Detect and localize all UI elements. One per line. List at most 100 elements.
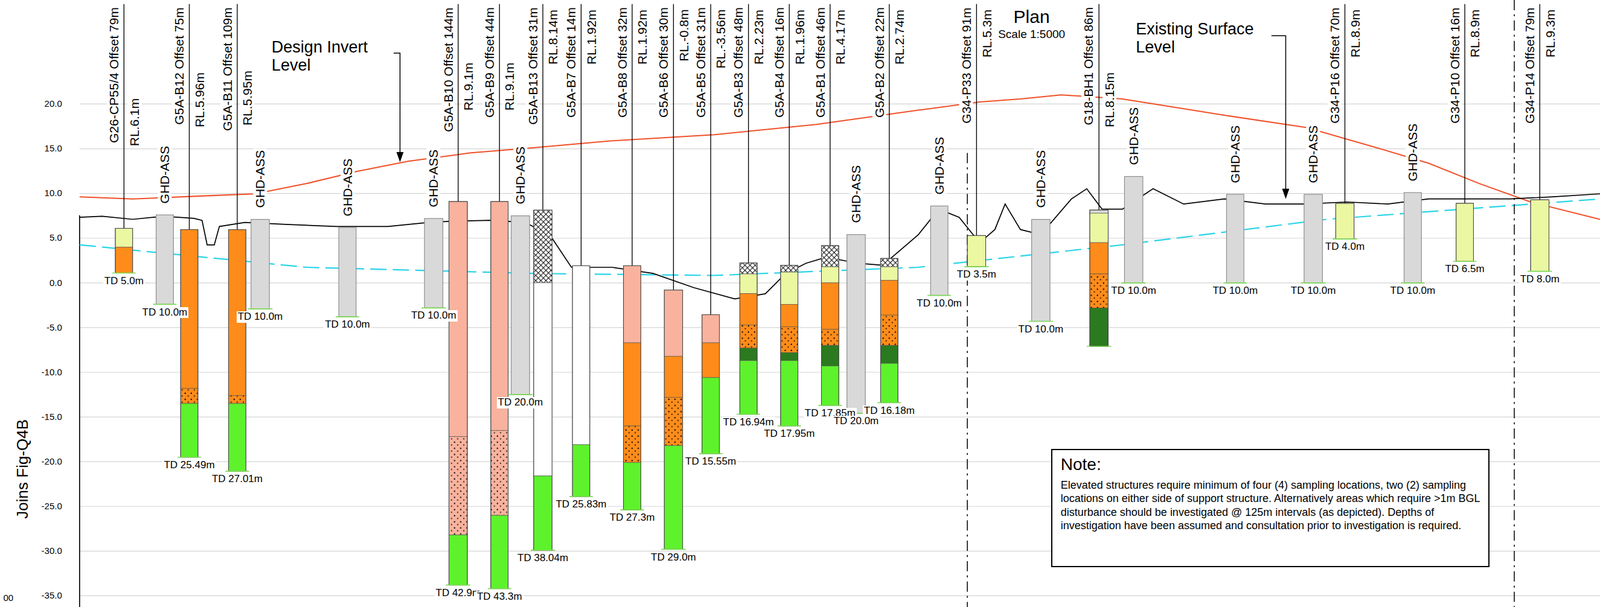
leader-line — [829, 4, 831, 246]
grid-line — [79, 193, 1600, 194]
borehole-outline — [821, 245, 839, 406]
strata-layer — [821, 329, 839, 346]
depth-base-tick — [661, 549, 686, 551]
borehole-id: G5A-B11 Offset 109m — [219, 6, 234, 133]
strata-layer — [572, 265, 590, 445]
strata-layer — [1335, 203, 1354, 240]
total-depth: TD 10.0m — [1211, 285, 1259, 298]
callout-leader — [1271, 35, 1287, 190]
test-pit-column — [338, 227, 357, 317]
strata-layer — [780, 326, 799, 353]
borehole-outline — [623, 265, 642, 511]
callout-arrowhead — [396, 152, 404, 163]
test-pit-label: GHD-ASS — [1228, 124, 1242, 185]
depth-base-tick — [487, 588, 512, 590]
test-pit-column — [1404, 192, 1422, 284]
depth-base-tick — [421, 307, 447, 309]
test-pit-column — [424, 218, 443, 308]
join-reference: Joins Fig-Q4B — [13, 418, 32, 521]
borehole-id: G5A-B8 Offset 32m — [615, 6, 630, 119]
callout-label: Existing Surface Level — [1134, 20, 1267, 57]
total-depth: TD 29.0m — [649, 552, 698, 564]
borehole-id: G34-P16 Offset 70m — [1327, 6, 1342, 125]
depth-base-tick — [1223, 282, 1247, 284]
depth-base-tick — [818, 405, 842, 407]
total-depth: TD 27.01m — [210, 473, 264, 486]
borehole-outline — [572, 265, 590, 497]
reduced-level: RL.8.9m — [1348, 8, 1363, 59]
depth-base-tick — [620, 509, 645, 511]
total-depth: TD 20.0m — [496, 397, 545, 409]
total-depth: TD 10.0m — [323, 319, 372, 331]
grid-line — [79, 103, 1600, 105]
strata-layer — [967, 235, 986, 267]
reduced-level: RL.4.17m — [833, 8, 848, 66]
grid-line — [79, 327, 1600, 328]
strata-layer — [623, 463, 642, 511]
grid-line — [79, 237, 1600, 239]
axis-tick: -25.0 — [40, 501, 64, 512]
strata-layer — [449, 535, 468, 586]
depth-base-tick — [153, 304, 177, 306]
total-depth: TD 10.0m — [1017, 324, 1066, 336]
leader-line — [710, 4, 711, 316]
depth-base-tick — [446, 585, 471, 587]
total-depth: TD 10.0m — [1289, 285, 1338, 298]
borehole-outline — [180, 229, 199, 458]
axis-tick: 00 — [1, 593, 15, 604]
strata-layer — [490, 515, 509, 590]
borehole-outline — [1089, 210, 1108, 347]
total-depth: TD 25.83m — [554, 499, 608, 511]
axis-tick: -30.0 — [40, 546, 64, 557]
leader-line — [236, 4, 238, 231]
strata-layer — [533, 210, 552, 284]
test-pit-label: GHD-ASS — [157, 144, 172, 206]
borehole-outline — [880, 258, 899, 403]
strata-layer — [1089, 213, 1108, 243]
test-pit-column — [1031, 219, 1050, 322]
callout-label: Design Invert Level — [270, 38, 394, 75]
strata-layer — [821, 283, 839, 330]
note-body: Elevated structures require minimum of f… — [1060, 478, 1482, 534]
total-depth: TD 16.94m — [722, 417, 776, 429]
strata-layer — [533, 476, 552, 551]
total-depth: TD 43.3m — [475, 591, 524, 604]
strata-layer — [880, 363, 899, 403]
borehole-id: G5A-B6 Offset 30m — [656, 6, 671, 119]
reduced-level: RL.9.1m — [461, 60, 476, 112]
total-depth: TD 16.18m — [862, 405, 916, 418]
leader-line — [888, 4, 890, 259]
borehole-outline — [449, 201, 468, 586]
axis-tick: 5.0 — [48, 233, 64, 244]
depth-base-tick — [1028, 321, 1054, 323]
borehole-outline — [702, 315, 720, 455]
leader-line — [789, 4, 790, 266]
leader-line — [1344, 4, 1346, 204]
test-pit-column — [1124, 176, 1143, 283]
test-pit-label: GHD-ASS — [1306, 124, 1321, 185]
total-depth: TD 10.0m — [141, 307, 189, 319]
strata-layer — [1456, 203, 1474, 262]
grid-line — [79, 371, 1600, 373]
strata-layer — [739, 324, 758, 349]
strata-layer — [664, 356, 683, 398]
depth-base-tick — [177, 457, 202, 459]
strata-layer — [228, 396, 247, 404]
depth-base-tick — [508, 394, 534, 396]
test-pit-column — [930, 205, 948, 296]
depth-base-tick — [1332, 238, 1358, 240]
reduced-level: RL.1.96m — [792, 8, 807, 66]
test-pit-column — [1304, 194, 1323, 284]
test-pit-column — [1226, 194, 1244, 284]
strata-layer — [739, 263, 758, 275]
borehole-id: G26-CP55/4 Offset 79m — [106, 6, 121, 145]
strata-layer — [702, 377, 720, 455]
grid-line — [79, 595, 1600, 597]
total-depth: TD 4.0m — [1324, 241, 1366, 253]
leader-line — [1539, 4, 1541, 200]
total-depth: TD 38.04m — [516, 553, 570, 565]
total-depth: TD 10.0m — [1109, 285, 1158, 298]
borehole-outline — [1530, 199, 1549, 272]
reduced-level: RL.8.14m — [545, 8, 560, 66]
total-depth: TD 20.0m — [832, 416, 881, 428]
